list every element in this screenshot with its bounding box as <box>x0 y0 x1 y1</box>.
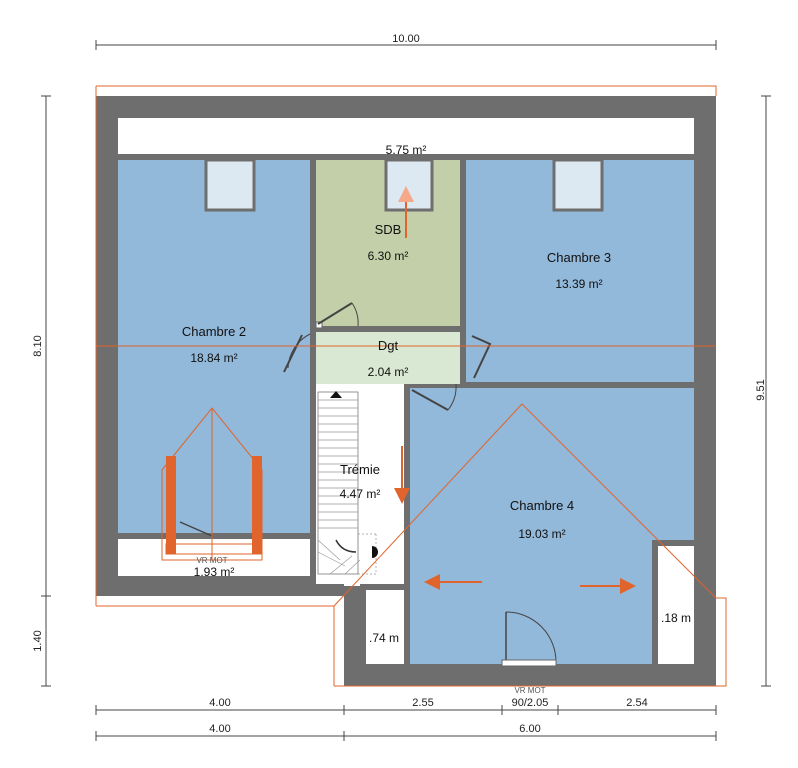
chambre3-name: Chambre 3 <box>547 250 611 265</box>
chambre2-area: 18.84 m² <box>190 351 237 365</box>
tremie-name: Trémie <box>340 462 380 477</box>
sdb-name: SDB <box>375 222 402 237</box>
chambre4-area: 19.03 m² <box>518 527 565 541</box>
low-left-floor <box>118 539 310 576</box>
velux-motor-right <box>252 456 262 554</box>
sdb-area: 6.30 m² <box>368 249 409 263</box>
dim-bottom1-b: 2.55 <box>412 697 433 709</box>
dim-bottom1-a: 4.00 <box>209 697 230 709</box>
small-right-floor <box>658 546 694 664</box>
top-strip-area: 5.75 m² <box>386 143 427 157</box>
low-left-area: 1.93 m² <box>194 565 235 579</box>
staircase <box>317 391 377 575</box>
chambre4-floor <box>410 388 694 540</box>
dgt-name: Dgt <box>378 338 399 353</box>
small-mid-area: .74 m <box>369 631 399 645</box>
dim-bottom2-a: 4.00 <box>209 723 230 735</box>
small-mid-floor <box>366 590 404 664</box>
dim-top: 10.00 <box>392 33 420 45</box>
dim-bottom1-c: 2.54 <box>626 697 647 709</box>
tremie-floor <box>316 388 404 584</box>
tremie-area: 4.47 m² <box>340 487 381 501</box>
stair-end-marker <box>372 546 378 558</box>
dim-left-lower: 1.40 <box>32 630 44 651</box>
orange-overlays <box>95 85 727 687</box>
velux-motor-bottom <box>165 543 263 555</box>
dimension-lines <box>41 40 771 741</box>
stair-direction-arrow <box>330 391 342 398</box>
roof-window-sdb <box>384 158 434 212</box>
vr-mot-label-left: VR MOT <box>196 556 227 565</box>
roof-window-chambre3 <box>552 158 604 212</box>
dgt-area: 2.04 m² <box>368 365 409 379</box>
dgt-floor <box>316 332 460 384</box>
chambre3-area: 13.39 m² <box>555 277 602 291</box>
dim-bottom2-b: 6.00 <box>519 723 540 735</box>
chambre4-floor-lower <box>410 540 652 664</box>
small-right-area: .18 m <box>661 611 691 625</box>
dim-door-size: 90/2.05 <box>512 697 549 709</box>
chambre2-name: Chambre 2 <box>182 324 246 339</box>
dim-left-main: 8.10 <box>32 335 44 356</box>
roof-window-chambre2 <box>204 158 256 212</box>
doors <box>179 302 557 667</box>
orange-arrows <box>394 186 636 594</box>
vr-mot-label-bottom: VR MOT <box>514 686 545 695</box>
chambre4-name: Chambre 4 <box>510 498 574 513</box>
dim-right: 9.51 <box>755 379 767 400</box>
velux-motor-left <box>166 456 176 554</box>
top-strip-floor <box>118 118 694 154</box>
